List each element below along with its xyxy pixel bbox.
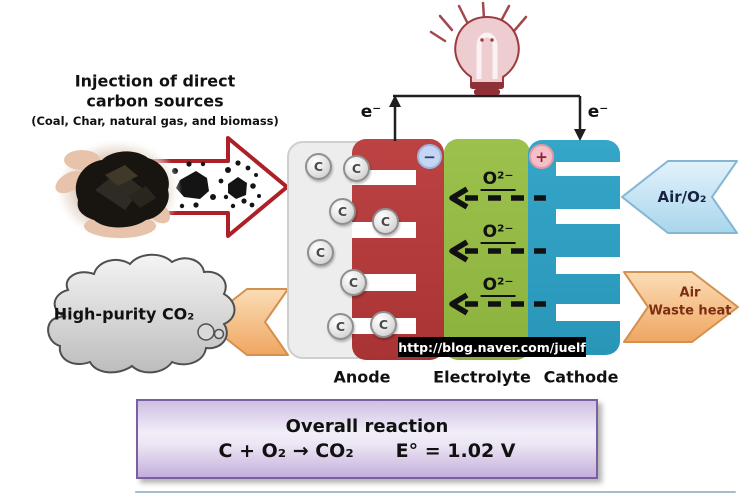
coal-hand-photo [54, 138, 182, 242]
oxygen-ion-label: O²⁻ [480, 275, 516, 297]
overall-reaction-box: Overall reaction C + O₂ → CO₂ E° = 1.02 … [136, 399, 598, 479]
carbon-particle: C [329, 198, 356, 225]
reaction-potential: E° = 1.02 V [395, 440, 516, 462]
heading-line3: (Coal, Char, natural gas, and biomass) [31, 114, 279, 128]
electrolyte-label: Electrolyte [433, 367, 531, 387]
bottom-divider [135, 491, 736, 493]
electron-label-left: e⁻ [360, 102, 382, 122]
light-bulb-icon [429, 1, 528, 95]
oxygen-ion-arrows [449, 186, 546, 316]
carbon-particle: C [305, 153, 332, 180]
watermark-url: http://blog.naver.com/juelf [398, 337, 586, 357]
co2-outflow-arrow [204, 288, 289, 356]
carbon-particle: C [370, 311, 397, 338]
reaction-equation: C + O₂ → CO₂ [218, 440, 354, 462]
thought-bubble-small [213, 328, 225, 340]
cathode-terminal-badge: + [529, 144, 554, 169]
carbon-particle: C [327, 313, 354, 340]
anode-label: Anode [333, 367, 391, 387]
circuit-wire [389, 94, 586, 141]
cathode-block [528, 140, 622, 355]
waste-heat-arrow [623, 271, 739, 343]
air-inlet-arrow [621, 160, 738, 234]
waste-heat-label-line2: Waste heat [648, 303, 732, 319]
carbon-particle: C [343, 155, 370, 182]
reaction-title: Overall reaction [285, 416, 449, 437]
electron-arrow-up [389, 95, 401, 107]
heading-line2: carbon sources [86, 91, 224, 111]
carbon-particle: C [372, 208, 399, 235]
carbon-particle: C [307, 239, 334, 266]
carbon-particle: C [340, 269, 367, 296]
waste-heat-label-line1: Air [679, 285, 701, 301]
thought-bubble-large [197, 323, 215, 341]
anode-terminal-badge: − [417, 144, 442, 169]
heading-line1: Injection of direct [74, 71, 236, 91]
electron-arrow-down [574, 129, 586, 141]
co2-cloud [47, 253, 236, 374]
oxygen-ion-label: O²⁻ [480, 169, 516, 191]
air-inlet-label: Air/O₂ [657, 188, 707, 206]
electron-label-right: e⁻ [587, 102, 609, 122]
cathode-label: Cathode [543, 367, 619, 387]
co2-cloud-label: High-purity CO₂ [53, 304, 195, 324]
oxygen-ion-label: O²⁻ [480, 222, 516, 244]
